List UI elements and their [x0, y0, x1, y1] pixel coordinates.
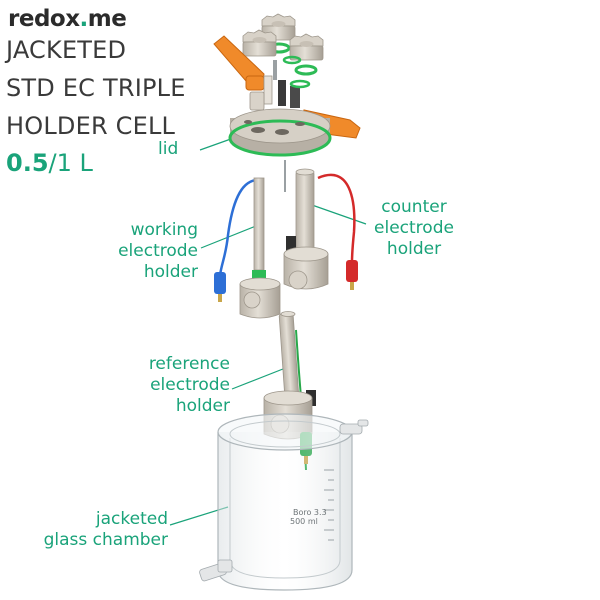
lid-disc: [228, 108, 332, 157]
reference-leader: [231, 366, 289, 390]
glass-chamber-label: jacketed glass chamber: [43, 509, 168, 550]
title-line-2: STD EC TRIPLE: [6, 74, 186, 102]
reference-electrode-label: reference electrode holder: [148, 354, 230, 416]
lid-fittings: [249, 60, 311, 111]
counter-leader: [311, 204, 367, 225]
glass-chamber: Boro 3.3 500 ml: [199, 413, 369, 591]
capacity-label: 0.5/1 L: [6, 149, 93, 177]
working-electrode-label: working electrode holder: [118, 220, 198, 282]
beaker-marking-1: Boro 3.3: [293, 508, 327, 517]
counter-electrode-holder: [283, 168, 358, 290]
top-knobs: [242, 13, 324, 76]
counter-electrode-label: counter electrode holder: [374, 197, 454, 259]
lid-label: lid: [158, 139, 179, 159]
working-electrode-holder: [214, 177, 281, 319]
beaker-marking-2: 500 ml: [290, 517, 318, 526]
brand-logo: redox.me: [8, 6, 127, 32]
title-line-3: HOLDER CELL: [6, 112, 176, 140]
title-line-1: JACKETED: [6, 36, 127, 64]
